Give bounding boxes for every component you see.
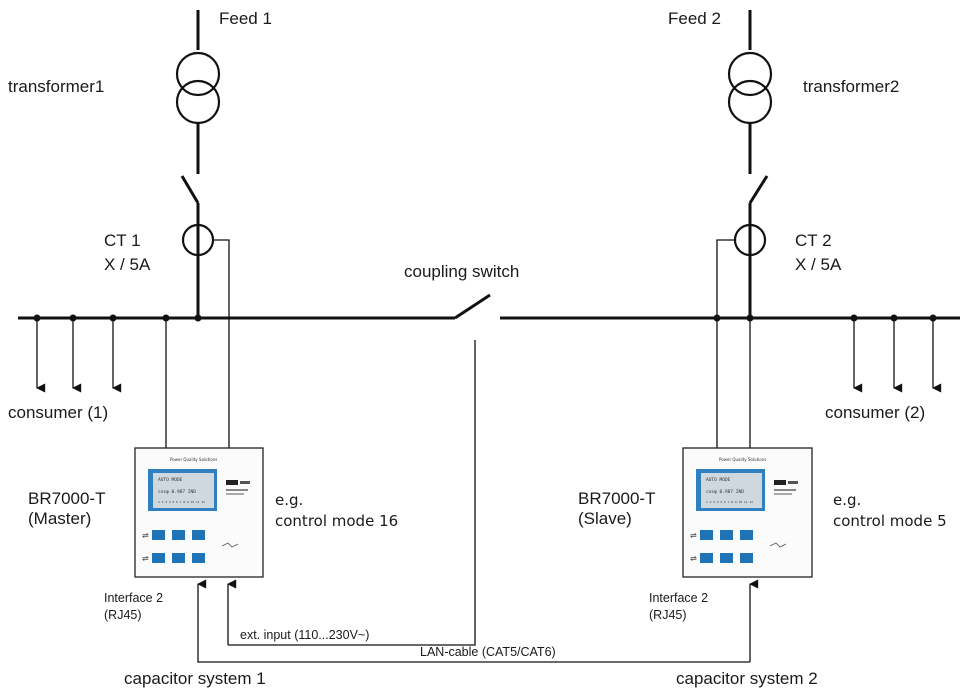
slave-lcd-screen: [701, 473, 762, 508]
slave-interface-type: (RJ45): [649, 608, 687, 622]
master-mode-label: control mode 16: [275, 512, 398, 530]
svg-text:⇌: ⇌: [142, 554, 149, 563]
transformer-2-label: transformer2: [803, 77, 899, 96]
master-logo: [226, 480, 250, 495]
master-role-label: (Master): [28, 509, 91, 528]
transformer-2-symbol: [727, 51, 773, 125]
slave-controller-device: Power Quality Solutions AUTO MODE cosφ 0…: [682, 447, 813, 578]
master-model-label: BR7000-T: [28, 489, 105, 508]
master-lcd-value: cosφ 0.987 IND: [158, 489, 196, 495]
master-lcd-steps: 1 2 3 4 5 6 7 8 9 10 11 12: [158, 500, 205, 504]
consumer-1-label: consumer (1): [8, 403, 108, 422]
ct-2-ratio: X / 5A: [795, 255, 842, 274]
svg-text:⇌: ⇌: [690, 554, 697, 563]
feed-1-label: Feed 1: [219, 9, 272, 28]
consumer-1-arrows: [36, 318, 122, 393]
slave-logo: [774, 480, 798, 495]
slave-eg-label: e.g.: [833, 491, 861, 509]
consumer-2-label: consumer (2): [825, 403, 925, 422]
ct-2-name: CT 2: [795, 231, 832, 250]
lan-cable-master-arrow: [197, 579, 750, 663]
ext-input-label: ext. input (110...230V~): [240, 628, 369, 642]
slave-role-label: (Slave): [578, 509, 632, 528]
coupling-switch-symbol: [454, 293, 491, 320]
master-interface-type: (RJ45): [104, 608, 142, 622]
ct-1-ratio: X / 5A: [104, 255, 151, 274]
breaker-2-switch: [748, 175, 769, 204]
slave-interface-label: Interface 2: [649, 591, 708, 605]
transformer-1-label: transformer1: [8, 77, 104, 96]
slave-mode-label: control mode 5: [833, 512, 947, 530]
capacitor-system-1-label: capacitor system 1: [124, 669, 266, 688]
svg-text:⇌: ⇌: [142, 531, 149, 540]
master-lcd-screen: [153, 473, 214, 508]
slave-lcd-steps: 1 2 3 4 5 6 7 8 9 10 11 12: [706, 500, 753, 504]
master-eg-label: e.g.: [275, 491, 303, 509]
slave-model-label: BR7000-T: [578, 489, 655, 508]
master-device-header: Power Quality Solutions: [170, 457, 217, 462]
master-lcd-mode: AUTO MODE: [158, 477, 183, 483]
lan-cable-label: LAN-cable (CAT5/CAT6): [420, 645, 556, 659]
transformer-1-symbol: [175, 51, 221, 125]
ext-input-wire: [228, 340, 476, 646]
slave-device-header: Power Quality Solutions: [719, 457, 766, 462]
ct-1-secondary-wire: [213, 239, 230, 448]
slave-lcd-mode: AUTO MODE: [706, 477, 731, 483]
master-controller-device: Power Quality Solutions AUTO MODE cosφ 0…: [134, 447, 264, 578]
ct-1-name: CT 1: [104, 231, 141, 250]
svg-text:⇌: ⇌: [690, 531, 697, 540]
master-interface-label: Interface 2: [104, 591, 163, 605]
slave-lcd-value: cosφ 0.987 IND: [706, 489, 744, 495]
coupling-switch-label: coupling switch: [404, 262, 519, 281]
ct-2-secondary-wire: [716, 239, 735, 448]
breaker-1-switch: [180, 175, 200, 204]
slave-buttons: ⇌ ⇌: [690, 530, 787, 563]
consumer-2-arrows: [853, 318, 942, 393]
capacitor-system-2-label: capacitor system 2: [676, 669, 818, 688]
master-buttons: ⇌ ⇌: [142, 530, 239, 563]
feed-2-label: Feed 2: [668, 9, 721, 28]
